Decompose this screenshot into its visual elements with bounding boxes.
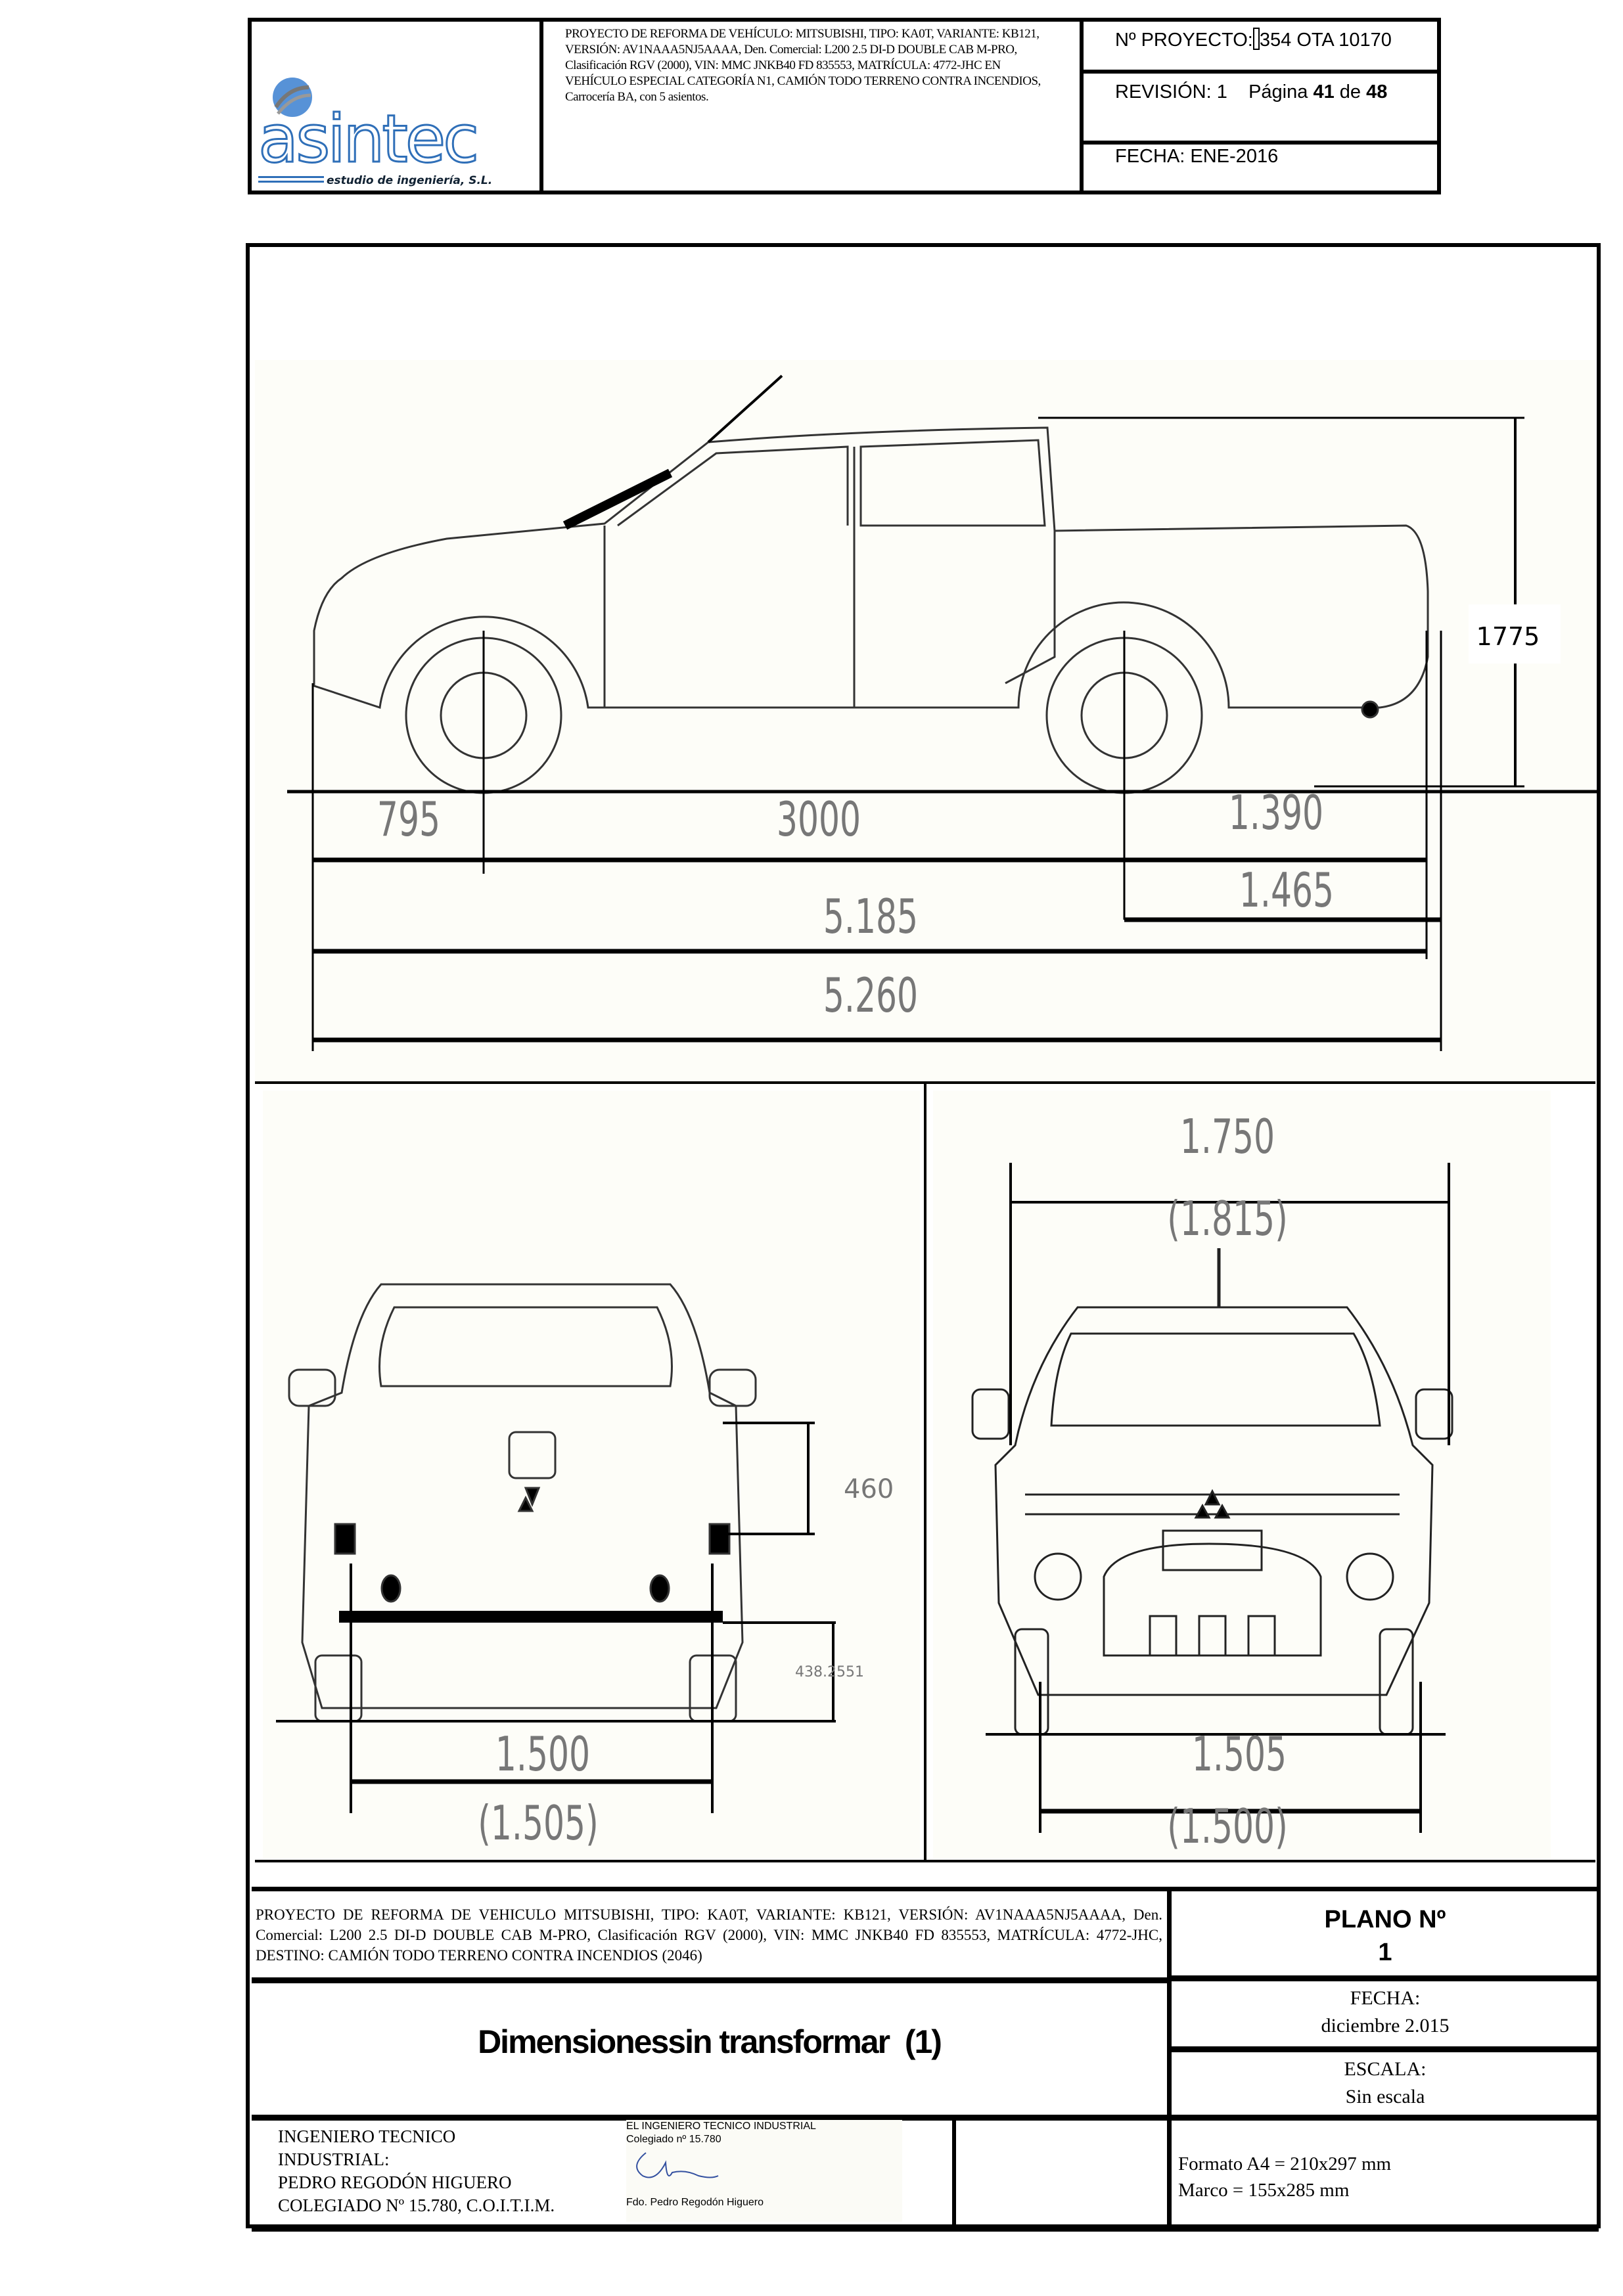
- header-divider: [1080, 18, 1084, 194]
- plano-number: 1: [1378, 1939, 1392, 1966]
- side-dimension-lines: [313, 418, 1517, 1043]
- rear-bumper-bar: [339, 1611, 723, 1623]
- page-total: 48: [1366, 81, 1388, 102]
- engineer-line: PEDRO REGODÓN HIGUERO: [278, 2172, 512, 2192]
- height-label-box: [1469, 604, 1561, 664]
- plano-label: PLANO Nº: [1324, 1906, 1446, 1933]
- header-project-description: PROYECTO DE REFORMA DE VEHÍCULO: MITSUBI…: [565, 27, 1041, 104]
- header-divider: [1080, 70, 1441, 74]
- antenna: [707, 374, 783, 443]
- page-of: de: [1339, 81, 1361, 102]
- project-number-value: 354 OTA 10170: [1259, 30, 1392, 51]
- logo-text: asintec: [258, 101, 476, 177]
- dim-label-rear-overhang: 1.390: [1229, 785, 1323, 841]
- project-number: Nº PROYECTO: 354 OTA 10170: [1115, 28, 1392, 51]
- escala-label: ESCALA:: [1344, 2058, 1427, 2080]
- stamp-line: EL INGENIERO TECNICO INDUSTRIAL: [626, 2121, 816, 2132]
- title-project-description: PROYECTO DE REFORMA DE VEHICULO MITSUBIS…: [256, 1906, 1162, 1964]
- engineer-info: INGENIERO TECNICO INDUSTRIAL: PEDRO REGO…: [278, 2125, 555, 2217]
- stamp-signed: Fdo. Pedro Regodón Higuero: [626, 2197, 764, 2208]
- engineer-line: INGENIERO TECNICO: [278, 2127, 456, 2146]
- fecha-value: diciembre 2.015: [1321, 2015, 1450, 2037]
- frame-size: Marco = 155x285 mm: [1178, 2180, 1350, 2201]
- rear-view-truck: [288, 1283, 757, 1722]
- page-label: Página: [1248, 81, 1308, 102]
- logo-tagline: estudio de ingeniería, S.L.: [327, 174, 492, 187]
- dim-label-front-track: 1.505: [1192, 1726, 1287, 1782]
- side-view-truck: [313, 374, 1429, 794]
- header-box: [248, 18, 1441, 194]
- revision-page: REVISIÓN: 1 Página 41 de 48: [1115, 81, 1387, 103]
- dim-label-front-width: 1.750: [1180, 1109, 1275, 1165]
- page-current: 41: [1313, 81, 1335, 102]
- dim-label-front-track-alt: (1.500): [1167, 1799, 1288, 1855]
- rear-view-panel: [263, 1091, 920, 1859]
- format-a4: Formato A4 = 210x297 mm: [1178, 2153, 1392, 2174]
- title-block: PROYECTO DE REFORMA DE VEHICULO MITSUBIS…: [252, 1887, 1599, 2232]
- front-view-truck: [971, 1248, 1453, 1736]
- text-cursor: [1252, 28, 1260, 50]
- escala-value: Sin escala: [1345, 2086, 1425, 2107]
- dim-label-length-2: 5.260: [823, 968, 918, 1024]
- header-divider: [539, 18, 543, 194]
- dim-label-height: 1775: [1476, 622, 1540, 651]
- header-date: FECHA: ENE-2016: [1115, 146, 1279, 167]
- dim-label-rear-track-alt: (1.505): [478, 1795, 599, 1851]
- engineer-line: INDUSTRIAL:: [278, 2150, 390, 2169]
- dim-label-tailgate-height: 460: [844, 1474, 894, 1504]
- dim-label-wheelbase: 3000: [777, 792, 861, 847]
- dim-label-length-1: 5.185: [823, 889, 918, 945]
- engineer-line: COLEGIADO Nº 15.780, C.O.I.T.I.M.: [278, 2195, 555, 2215]
- header-divider: [1080, 141, 1441, 145]
- drawing-title: Dimensionessin transformar (1): [478, 2023, 942, 2060]
- dim-label-ground-clearance: 438.2551: [795, 1664, 864, 1680]
- stamp-line: Colegiado nº 15.780: [626, 2134, 721, 2145]
- dim-label-front-overhang: 795: [377, 792, 440, 847]
- dim-label-rear-overhang-total: 1.465: [1239, 863, 1334, 918]
- company-logo: asintec estudio de ingeniería, S.L.: [253, 71, 529, 191]
- signature-stamp: EL INGENIERO TECNICO INDUSTRIAL Colegiad…: [626, 2120, 902, 2222]
- dim-label-rear-track: 1.500: [495, 1726, 590, 1782]
- fecha-label: FECHA:: [1350, 1987, 1421, 2009]
- revision-label: REVISIÓN: 1: [1115, 81, 1227, 102]
- dim-label-front-width-alt: (1.815): [1167, 1191, 1288, 1247]
- format-info: Formato A4 = 210x297 mm Marco = 155x285 …: [1178, 2151, 1391, 2203]
- side-extension-lines: [311, 416, 1524, 1051]
- project-number-label: Nº PROYECTO:: [1115, 30, 1253, 51]
- side-view-panel: [255, 360, 1595, 1083]
- signature-icon: [636, 2152, 719, 2178]
